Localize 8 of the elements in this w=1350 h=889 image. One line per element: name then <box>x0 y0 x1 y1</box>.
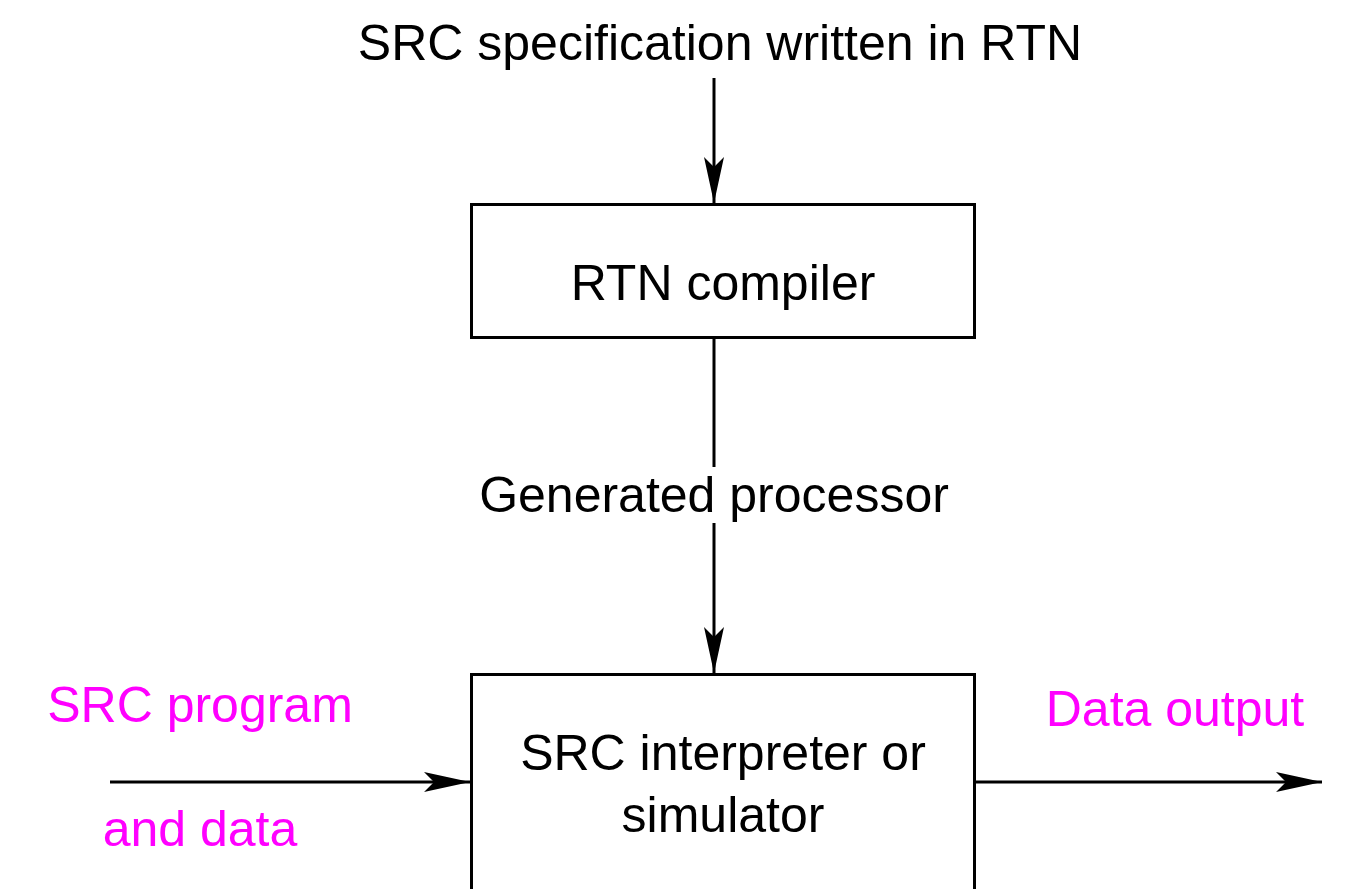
arrow <box>110 772 470 792</box>
process-box: RTN compiler <box>470 203 976 339</box>
input-text: SRC specification written in RTN <box>260 8 1180 78</box>
arrow <box>704 78 724 203</box>
edge-label: SRC program and data <box>46 676 354 859</box>
process-box: SRC interpreter or simulator <box>470 673 976 889</box>
arrow <box>976 772 1322 792</box>
edge-label: Data output <box>1044 680 1306 739</box>
